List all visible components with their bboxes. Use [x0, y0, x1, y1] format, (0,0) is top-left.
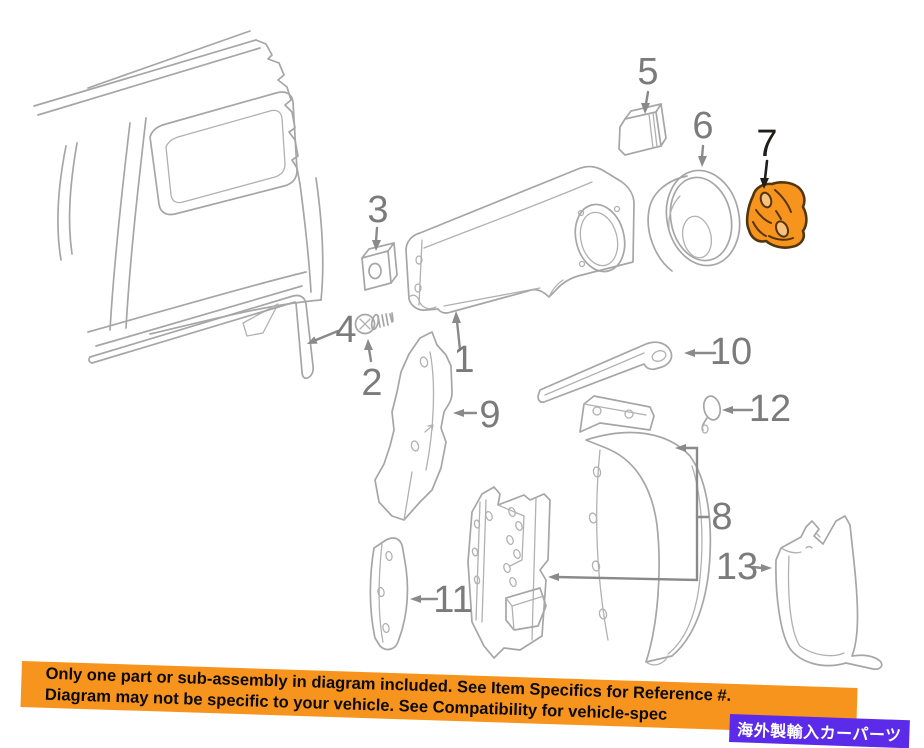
part-2-screw — [354, 312, 394, 335]
part-label-9: 9 — [479, 394, 500, 436]
part-label-13: 13 — [716, 546, 758, 588]
part-label-10: 10 — [710, 331, 752, 373]
part-1-quarter-panel-extension — [405, 165, 635, 314]
vehicle-body-outline — [33, 30, 324, 347]
part-label-6: 6 — [692, 105, 713, 147]
inner-quarter-panel — [467, 486, 551, 659]
part-label-1: 1 — [453, 339, 474, 381]
part-label-3: 3 — [367, 189, 388, 231]
body-window-opening — [149, 91, 298, 216]
part-label-7-highlighted: 7 — [756, 123, 777, 165]
seller-badge-text: 海外製輸入カーパーツ — [736, 722, 902, 745]
part-8-fender-flare — [579, 395, 712, 666]
fuel-door-opening — [574, 203, 626, 273]
part-label-2: 2 — [361, 362, 382, 404]
part-number-labels: 1 2 3 4 5 6 7 8 9 10 11 12 13 — [335, 51, 791, 621]
part-label-5: 5 — [637, 51, 658, 93]
part-10-upper-molding — [537, 341, 673, 404]
part-13-mud-flap — [775, 515, 883, 670]
part-label-12: 12 — [749, 388, 791, 430]
part-3-retainer-clip — [361, 242, 398, 291]
part-9-inner-reinforcement — [374, 331, 453, 521]
seller-badge: 海外製輸入カーパーツ — [729, 714, 910, 748]
part-11-curved-bracket — [369, 537, 409, 651]
part-4-wheel-opening-molding — [88, 294, 315, 380]
part-label-4: 4 — [335, 309, 356, 351]
part-label-11: 11 — [433, 579, 472, 621]
callout-arrows — [307, 90, 772, 603]
part-12-grommet — [701, 395, 722, 434]
part-7-highlighted-bracket — [745, 181, 808, 249]
part-label-8: 8 — [711, 496, 732, 538]
part-6-fuel-pocket-housing — [647, 169, 741, 272]
part-5-retainer-block — [618, 103, 667, 156]
